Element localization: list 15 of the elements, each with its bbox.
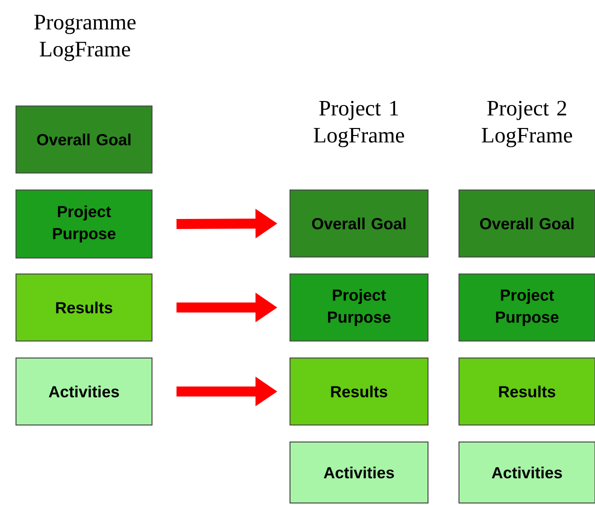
level-box: Results (16, 274, 152, 342)
level-box: Overall Goal (16, 106, 152, 174)
level-box: Overall Goal (458, 190, 595, 258)
level-box: Results (290, 358, 428, 426)
level-box: Activities (16, 358, 152, 426)
level-box: Results (458, 358, 595, 426)
column-heading: Programme LogFrame (34, 14, 136, 62)
level-box: Project Purpose (290, 274, 428, 342)
level-box: Overall Goal (290, 190, 428, 258)
level-box: Activities (458, 442, 595, 504)
column-heading: Project 1 LogFrame (314, 100, 404, 148)
level-box: Project Purpose (16, 190, 152, 258)
column-heading: Project 2 LogFrame (482, 100, 572, 148)
level-box: Activities (290, 442, 428, 504)
level-box: Project Purpose (458, 274, 595, 342)
